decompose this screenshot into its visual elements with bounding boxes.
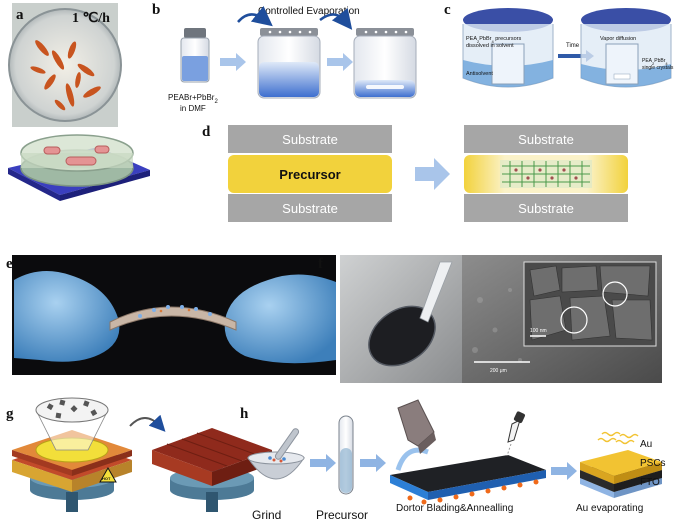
h-layer-fto: FTO — [640, 477, 660, 488]
g-right-stem — [206, 492, 218, 512]
vial-caption-line1: PEABr+PbBr2 — [168, 93, 218, 105]
d-precursor-layer — [228, 155, 392, 193]
c-single-crystals — [613, 73, 631, 80]
h-dropper — [507, 419, 521, 443]
d-substrate-bottom-left — [228, 194, 392, 222]
panel-label-a: a — [16, 7, 24, 23]
f-grains — [529, 265, 653, 341]
h-evaporation-waves — [597, 431, 639, 445]
c-crystal-text-2: single crystals — [642, 65, 674, 71]
panel-f: f 200 μm 100 nm 200 μm — [318, 255, 662, 383]
evaporation-arrow-right — [319, 7, 353, 30]
h-layer-au: Au — [640, 439, 652, 450]
d-substrate-top-left-label: Substrate — [282, 132, 338, 147]
panel-g: g HOT — [6, 397, 272, 512]
c-precursor-text: PEA2PbBr4 precursors — [466, 36, 521, 44]
g-left-stem — [66, 492, 78, 512]
panel-label-h: h — [240, 406, 249, 422]
evaporation-arrow-left — [237, 5, 273, 27]
h-grind-label: Grind — [252, 508, 281, 522]
c-precursor-text-2: dissolved in solvent — [466, 43, 514, 49]
h-tube-solution — [340, 448, 352, 493]
e-right-glove — [224, 274, 336, 364]
c-crystal-text: PEA2PbBr4 — [642, 58, 668, 66]
vial-cap — [184, 28, 206, 38]
c-time-text: Time — [566, 43, 580, 49]
schematic-crystals — [43, 145, 110, 166]
f-inset-scale-text: 100 nm — [530, 328, 547, 334]
h-pestle — [274, 428, 300, 460]
d-substrate-bottom-right-label: Substrate — [518, 201, 574, 216]
perovskite-crystals — [30, 40, 101, 111]
h-coated-substrate — [390, 455, 546, 492]
arrow-b2 — [327, 53, 353, 71]
h-device-stack — [580, 450, 662, 498]
controlled-evaporation-title: Controlled Evaporation — [258, 6, 360, 17]
f-highlight-circle-2 — [560, 306, 588, 334]
panel-label-b: b — [152, 2, 160, 18]
arrow-b1 — [220, 53, 246, 71]
d-arrow — [415, 158, 450, 190]
h-heat-dots — [407, 479, 539, 505]
f-black-wafer — [368, 305, 436, 367]
d-crystal-lattice — [500, 160, 592, 188]
panel-d: d Substrate Precursor Substrate Substrat… — [202, 124, 628, 222]
vial-caption-line2: in DMF — [180, 104, 206, 113]
panel-b: b Controlled Evaporation PEABr+PbBr2 in … — [152, 2, 417, 113]
panel-label-c: c — [444, 2, 451, 18]
h-arrow-2 — [360, 454, 386, 472]
h-precursor-label: Precursor — [316, 508, 368, 522]
h-blade-motion — [395, 447, 429, 471]
d-substrate-top-right-label: Substrate — [518, 132, 574, 147]
beaker1-solution — [259, 62, 319, 97]
d-substrate-top-right — [464, 125, 628, 153]
panel-label-d: d — [202, 124, 211, 140]
vial-solution — [182, 56, 208, 81]
d-substrate-bottom-left-label: Substrate — [282, 201, 338, 216]
h-evaporating-label: Au evaporating — [576, 503, 643, 514]
panel-c: c PEA2PbBr4 precursors dissolved in solv… — [444, 2, 674, 88]
f-highlight-circle-1 — [602, 281, 628, 307]
beaker2-crystal — [366, 85, 404, 89]
c-vapor-text: Vapor diffusion — [600, 36, 636, 42]
g-curved-arrow — [129, 414, 166, 432]
h-blading-label: Dortor Blading&Annealling — [396, 503, 513, 514]
panel-e: e — [6, 255, 336, 375]
panel-label-f: f — [318, 256, 324, 272]
g-hot-text: HOT — [102, 476, 111, 481]
h-layer-pscs: PSCs — [640, 458, 666, 469]
c-time-arrow — [558, 50, 594, 62]
h-arrow-3 — [551, 462, 577, 480]
h-arrow-1 — [310, 454, 336, 472]
d-substrate-top-left — [228, 125, 392, 153]
panel-h: h Grind Precursor Dortor Blading&Anneall… — [240, 399, 666, 522]
e-flexible-film — [109, 306, 237, 331]
panel-label-e: e — [6, 256, 13, 272]
g-hot-warning — [99, 466, 117, 483]
f-tweezers — [419, 261, 453, 323]
d-precursor-label: Precursor — [279, 167, 340, 182]
e-left-glove — [14, 271, 120, 362]
panel-a: a 1 ℃/h — [8, 3, 150, 201]
e-film-pattern — [138, 305, 212, 318]
c-inner-vial-left — [491, 43, 525, 85]
c-antisolvent-text: Antisolvent — [466, 71, 493, 77]
cooling-rate-label: 1 ℃/h — [72, 11, 110, 26]
d-substrate-bottom-right — [464, 194, 628, 222]
panel-label-g: g — [6, 406, 14, 422]
f-main-scale-text: 200 μm — [490, 368, 507, 374]
